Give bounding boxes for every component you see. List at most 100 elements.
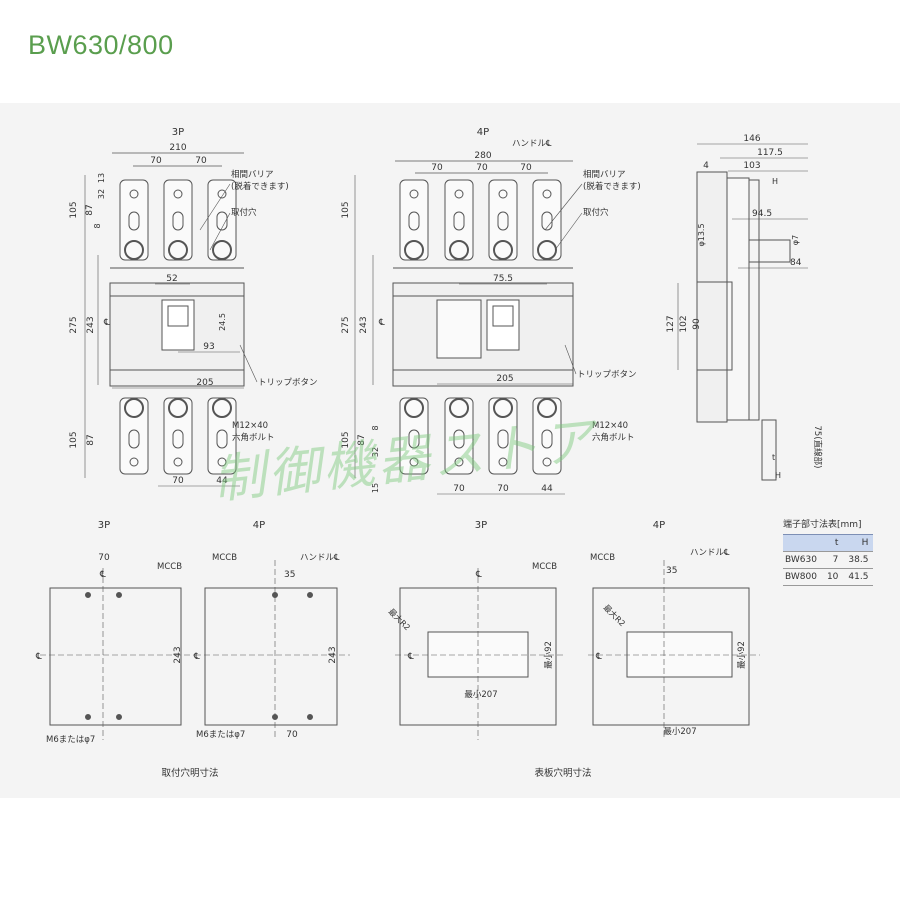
- dim-4p-205: 205: [496, 374, 513, 384]
- dim-3p-pitch1: 70: [150, 156, 162, 166]
- callout-hex-bolt-4p: 六角ボルト: [592, 432, 635, 443]
- dim-3p-b70: 70: [172, 476, 184, 486]
- callout-bolt-4p: M12×40: [592, 421, 628, 431]
- dim-side-117-5: 117.5: [757, 148, 783, 158]
- label-3p: 3P: [172, 127, 184, 138]
- dim-4p-75-5: 75.5: [493, 274, 513, 284]
- cutout-mount-3p-mccb: MCCB: [157, 562, 182, 572]
- label-4p: 4P: [477, 127, 489, 138]
- callout-mounting-hole-4p: 取付穴: [583, 207, 609, 218]
- dim-4p-b70b: 70: [497, 484, 509, 494]
- dim-side-straight: 75(直線部): [812, 426, 823, 469]
- cutout-panel-3p-label: 3P: [475, 520, 487, 531]
- dim-3p-93: 93: [203, 342, 214, 352]
- cutout-mount-4p-label: 4P: [253, 520, 265, 531]
- dim-3p-pitch2: 70: [195, 156, 207, 166]
- cutout-mount-4p-screw: M6またはφ7: [196, 730, 245, 740]
- dim-3p-8: 8: [93, 223, 102, 228]
- cutout-panel-3p-min207: 最小207: [464, 689, 497, 700]
- dim-4p-b8: 8: [371, 425, 380, 430]
- table-caption: 端子部寸法表[mm]: [783, 520, 862, 530]
- dim-3p-13: 13: [97, 173, 106, 183]
- callout-mounting-hole-3p: 取付穴: [231, 207, 257, 218]
- cutout-panel-4p-min207: 最小207: [663, 726, 696, 737]
- center-mark-p3-left: ℄: [407, 652, 414, 662]
- dim-side-90: 90: [692, 318, 702, 330]
- table-cell-t: 7: [821, 551, 844, 569]
- dim-side-13-5: φ13.5: [697, 223, 706, 246]
- center-mark-p3: ℄: [475, 570, 482, 580]
- cutout-panel-4p-mccb: MCCB: [590, 553, 615, 563]
- cutout-mount-3p-screw: M6またはφ7: [46, 735, 95, 745]
- dim-side-t: t: [772, 453, 775, 462]
- callout-removable-3p: (脱着できます): [231, 181, 289, 192]
- dim-4p-b44: 44: [541, 484, 553, 494]
- cutout-mount-4p-70: 70: [286, 730, 298, 740]
- callout-phase-barrier-3p: 相間バリア: [231, 169, 274, 180]
- cutout-panel-4p-radius: 最大R2: [602, 602, 628, 628]
- callout-trip-button-3p: トリップボタン: [258, 378, 318, 388]
- center-mark-m3: ℄: [99, 570, 106, 580]
- cutout-mount-3p-label: 3P: [98, 520, 110, 531]
- handle-center-4p: ハンドル℄: [512, 139, 552, 149]
- callout-hex-bolt-3p: 六角ボルト: [232, 432, 275, 443]
- caption-panel-holes: 表板穴明寸法: [534, 767, 591, 779]
- cutout-mount-4p-handle: ハンドル℄: [300, 553, 340, 563]
- table-header-H: H: [843, 534, 874, 552]
- dim-4p-b15: 15: [371, 483, 380, 493]
- center-mark-m3-left: ℄: [35, 652, 42, 662]
- dim-3p-bottom: 105: [69, 431, 79, 448]
- dim-side-127: 127: [666, 315, 676, 332]
- dim-4p-b70a: 70: [453, 484, 465, 494]
- cutout-mount-3p-243: 243: [173, 646, 183, 663]
- center-mark-m4-left: ℄: [193, 652, 200, 662]
- dim-4p-body: 243: [359, 316, 369, 333]
- table-cell-H: 41.5: [843, 568, 874, 586]
- dim-3p-52: 52: [166, 274, 177, 284]
- table-cell-H: 38.5: [843, 551, 874, 569]
- dim-3p-top: 105: [69, 201, 79, 218]
- table-header-model: [783, 534, 822, 552]
- terminal-dimension-table: 端子部寸法表[mm] t H BW630 7 38.5 BW800 10 41.…: [783, 517, 874, 586]
- callout-removable-4p: (脱着できます): [583, 181, 641, 192]
- dim-4p-pitch1: 70: [431, 163, 443, 173]
- dim-side-102: 102: [679, 315, 689, 332]
- dim-side-103: 103: [743, 161, 760, 171]
- dim-3p-width: 210: [169, 143, 186, 153]
- cutout-mount-4p-35: 35: [284, 570, 295, 580]
- dim-3p-205: 205: [196, 378, 213, 388]
- table-row: BW630 7 38.5: [783, 551, 874, 569]
- caption-mount-holes: 取付穴明寸法: [161, 767, 218, 779]
- dim-side-146: 146: [743, 134, 760, 144]
- callout-bolt-3p: M12×40: [232, 421, 268, 431]
- cutout-mount-3p-70: 70: [98, 553, 110, 563]
- table-header-t: t: [821, 534, 844, 552]
- cutout-mount-4p-243: 243: [328, 646, 338, 663]
- center-mark-4p: ℄: [378, 318, 385, 328]
- dim-side-H-top: H: [772, 177, 778, 186]
- center-mark-3p: ℄: [103, 318, 110, 328]
- front-view-4p: 4P ハンドル℄ 280 70 70 70: [341, 127, 641, 495]
- callout-phase-barrier-4p: 相間バリア: [583, 169, 626, 180]
- center-mark-p4-left: ℄: [595, 652, 602, 662]
- table-cell-model: BW630: [783, 551, 822, 569]
- dim-4p-width: 280: [474, 151, 491, 161]
- cutout-panel-4p-35: 35: [666, 566, 677, 576]
- side-view: 146 117.5 4 103 H φ13.5 94.5 φ7 84 127 1…: [666, 134, 823, 481]
- dim-4p-pitch2: 70: [476, 163, 488, 173]
- dim-3p-total: 275: [69, 316, 79, 333]
- table-row: BW800 10 41.5: [783, 568, 874, 586]
- cutout-mount-4p: 4P MCCB ハンドル℄ 35 243 ℄ M6またはφ7 70: [193, 520, 350, 740]
- dim-3p-body: 243: [86, 316, 96, 333]
- front-view-3p: 3P 210 70 70 105 87 32 13 8 275: [69, 127, 318, 487]
- cutout-panel-4p-label: 4P: [653, 520, 665, 531]
- dim-4p-total: 275: [341, 316, 351, 333]
- page-title: BW630/800: [28, 30, 174, 60]
- dim-3p-b44: 44: [216, 476, 228, 486]
- dim-4p-top: 105: [341, 201, 351, 218]
- cutout-mount-4p-mccb: MCCB: [212, 553, 237, 563]
- dim-4p-pitch3: 70: [520, 163, 532, 173]
- dim-side-7: φ7: [791, 235, 800, 245]
- dim-side-H-bottom: H: [775, 471, 781, 480]
